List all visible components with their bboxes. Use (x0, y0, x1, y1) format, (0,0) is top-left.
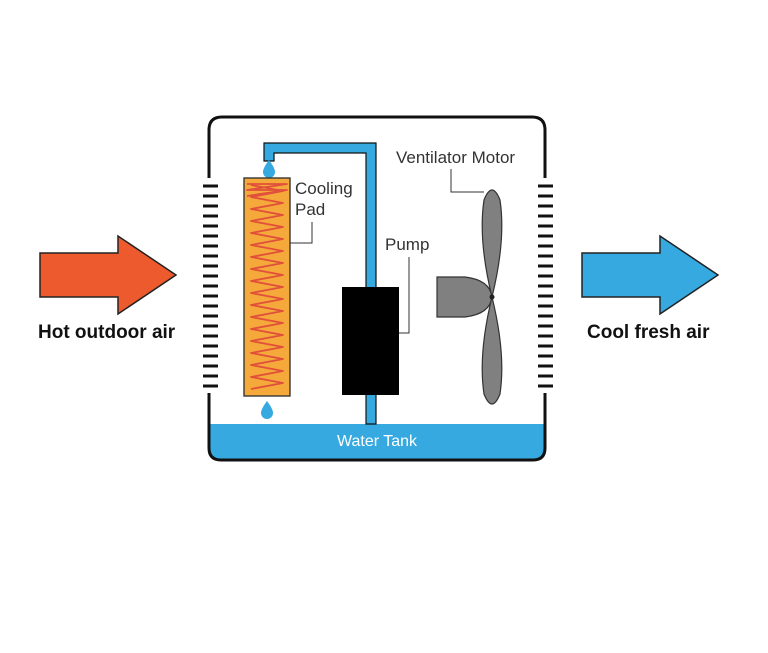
water-drop-bottom (261, 401, 273, 419)
motor-housing (436, 276, 493, 318)
pump (342, 287, 399, 395)
ventilator-motor-label: Ventilator Motor (396, 148, 515, 167)
pump-label: Pump (385, 235, 429, 254)
cooling-pad-zigzag (246, 183, 288, 390)
right-louvers (538, 184, 553, 388)
cooler-housing-left (207, 115, 547, 178)
cooling-pad-label-line2: Pad (295, 200, 325, 219)
water-tank (209, 424, 545, 460)
fan-hub (489, 294, 495, 300)
hot-air-label: Hot outdoor air (38, 322, 176, 343)
fan-blade-bottom (481, 296, 503, 405)
water-drop-top (263, 160, 275, 178)
left-louvers (203, 184, 218, 388)
water-pipe (263, 142, 377, 425)
pump-leader (399, 257, 410, 334)
cool-air-arrow (581, 234, 720, 316)
cooling-pad-leader (290, 222, 313, 244)
cooler-housing-bottom (207, 393, 547, 462)
ventilator-motor-leader (450, 169, 484, 193)
hot-air-arrow (39, 234, 178, 316)
fan-blade-top (481, 189, 503, 298)
water-tank-label: Water Tank (337, 433, 418, 450)
cooling-pad-label-line1: Cooling (295, 179, 353, 198)
cool-air-label: Cool fresh air (587, 322, 710, 343)
